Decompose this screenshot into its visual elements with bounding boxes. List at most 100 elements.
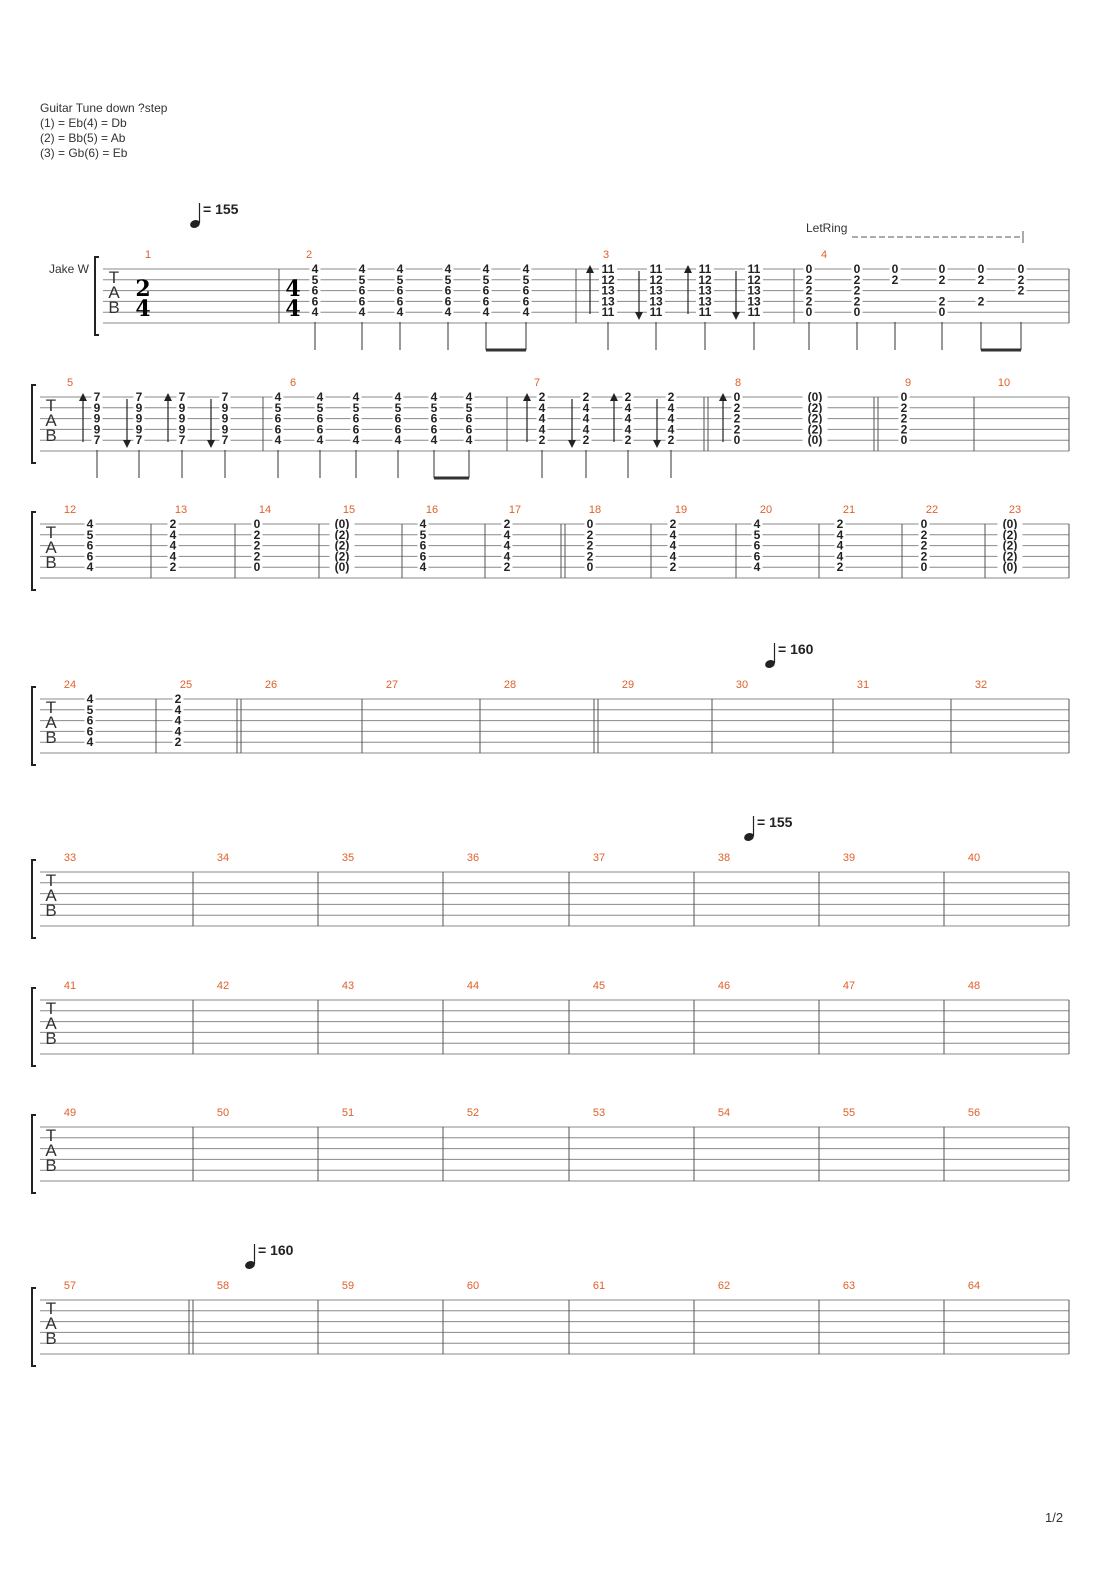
fret-background: [803, 285, 815, 297]
fret-background: [851, 274, 863, 286]
fret-number: 7: [94, 390, 101, 404]
fret-background: [898, 423, 910, 435]
fret-number: 4: [754, 560, 761, 574]
fret-number: 6: [353, 422, 360, 436]
fret-background: [309, 306, 321, 318]
page-number: 1/2: [1045, 1510, 1064, 1525]
fret-number: 5: [353, 401, 360, 415]
fret-number: 4: [504, 539, 511, 553]
fret-background: [314, 402, 326, 414]
fret-number: 2: [901, 401, 908, 415]
fret-background: [975, 295, 987, 307]
fret-number: 0: [1018, 262, 1025, 276]
fret-background: [133, 402, 145, 414]
fret-number: 2: [668, 433, 675, 447]
fret-background: [667, 518, 679, 530]
fret-number: 11: [602, 262, 615, 276]
fret-background: [802, 423, 828, 435]
fret-background: [731, 391, 743, 403]
fret-background: [599, 285, 617, 297]
fret-number: 4: [539, 401, 546, 415]
fret-number: 2: [806, 294, 813, 308]
fret-background: [314, 423, 326, 435]
fret-background: [997, 550, 1023, 562]
fret-background: [329, 561, 355, 573]
measure-number: 43: [342, 980, 354, 992]
fret-number: 2: [806, 284, 813, 298]
fret-number: 13: [698, 284, 712, 298]
fret-number: 2: [901, 422, 908, 436]
fret-number: 6: [353, 412, 360, 426]
fret-number: 7: [179, 390, 186, 404]
measure-number: 8: [735, 377, 741, 389]
fret-number: 2: [806, 273, 813, 287]
fret-number: 12: [747, 273, 761, 287]
fret-background: [133, 413, 145, 425]
fret-background: [1015, 285, 1027, 297]
fret-number: 5: [431, 401, 438, 415]
fret-background: [480, 263, 492, 275]
tempo-marking: = 155: [203, 201, 239, 217]
fret-number: 4: [837, 528, 844, 542]
fret-number: 5: [317, 401, 324, 415]
fret-background: [392, 423, 404, 435]
fret-number: 4: [397, 262, 404, 276]
fret-background: [580, 413, 592, 425]
fret-number: 4: [483, 305, 490, 319]
fret-background: [898, 413, 910, 425]
fret-number: 6: [275, 422, 282, 436]
measure-number: 22: [926, 504, 938, 516]
fret-background: [84, 561, 96, 573]
fret-background: [463, 413, 475, 425]
fret-number: 9: [179, 422, 186, 436]
fret-number: 9: [94, 422, 101, 436]
fret-number: 13: [698, 294, 712, 308]
fret-number: 4: [87, 517, 94, 531]
fret-background: [580, 402, 592, 414]
fret-background: [898, 434, 910, 446]
fret-number: 12: [601, 273, 615, 287]
fret-background: [665, 423, 677, 435]
fret-number: 9: [136, 422, 143, 436]
quarter-note-icon: [190, 220, 200, 228]
fret-number: 4: [170, 549, 177, 563]
fret-number: 5: [420, 528, 427, 542]
fret-background: [975, 263, 987, 275]
fret-number: 6: [754, 549, 761, 563]
fret-background: [520, 306, 532, 318]
fret-number: 2: [254, 528, 261, 542]
fret-background: [647, 263, 665, 275]
fret-number: 4: [87, 735, 94, 749]
fret-background: [480, 306, 492, 318]
fret-background: [272, 402, 284, 414]
tuning-info: Guitar Tune down ?step (1) = Eb(4) = Db …: [40, 101, 167, 161]
fret-background: [751, 561, 763, 573]
measure-number: 64: [968, 1280, 980, 1292]
system-bracket: [31, 987, 36, 1067]
fret-number: (2): [335, 528, 350, 542]
fret-background: [133, 391, 145, 403]
fret-background: [480, 285, 492, 297]
fret-background: [394, 274, 406, 286]
fret-number: 6: [395, 422, 402, 436]
fret-number: 6: [523, 294, 530, 308]
fret-background: [851, 306, 863, 318]
fret-number: 9: [94, 412, 101, 426]
system-bracket: [31, 686, 36, 766]
strum-down-icon: [653, 440, 661, 448]
measure-number: 49: [64, 1107, 76, 1119]
fret-number: 5: [395, 401, 402, 415]
fret-number: 11: [650, 262, 663, 276]
fret-number: 4: [175, 714, 182, 728]
fret-number: 12: [698, 273, 712, 287]
fret-background: [91, 413, 103, 425]
tab-clef-letter: B: [45, 1029, 56, 1048]
fret-background: [745, 285, 763, 297]
fret-background: [219, 413, 231, 425]
tab-clef-letter: T: [46, 523, 56, 542]
fret-number: 4: [170, 539, 177, 553]
fret-number: 4: [445, 305, 452, 319]
fret-background: [251, 529, 263, 541]
fret-number: 2: [854, 273, 861, 287]
